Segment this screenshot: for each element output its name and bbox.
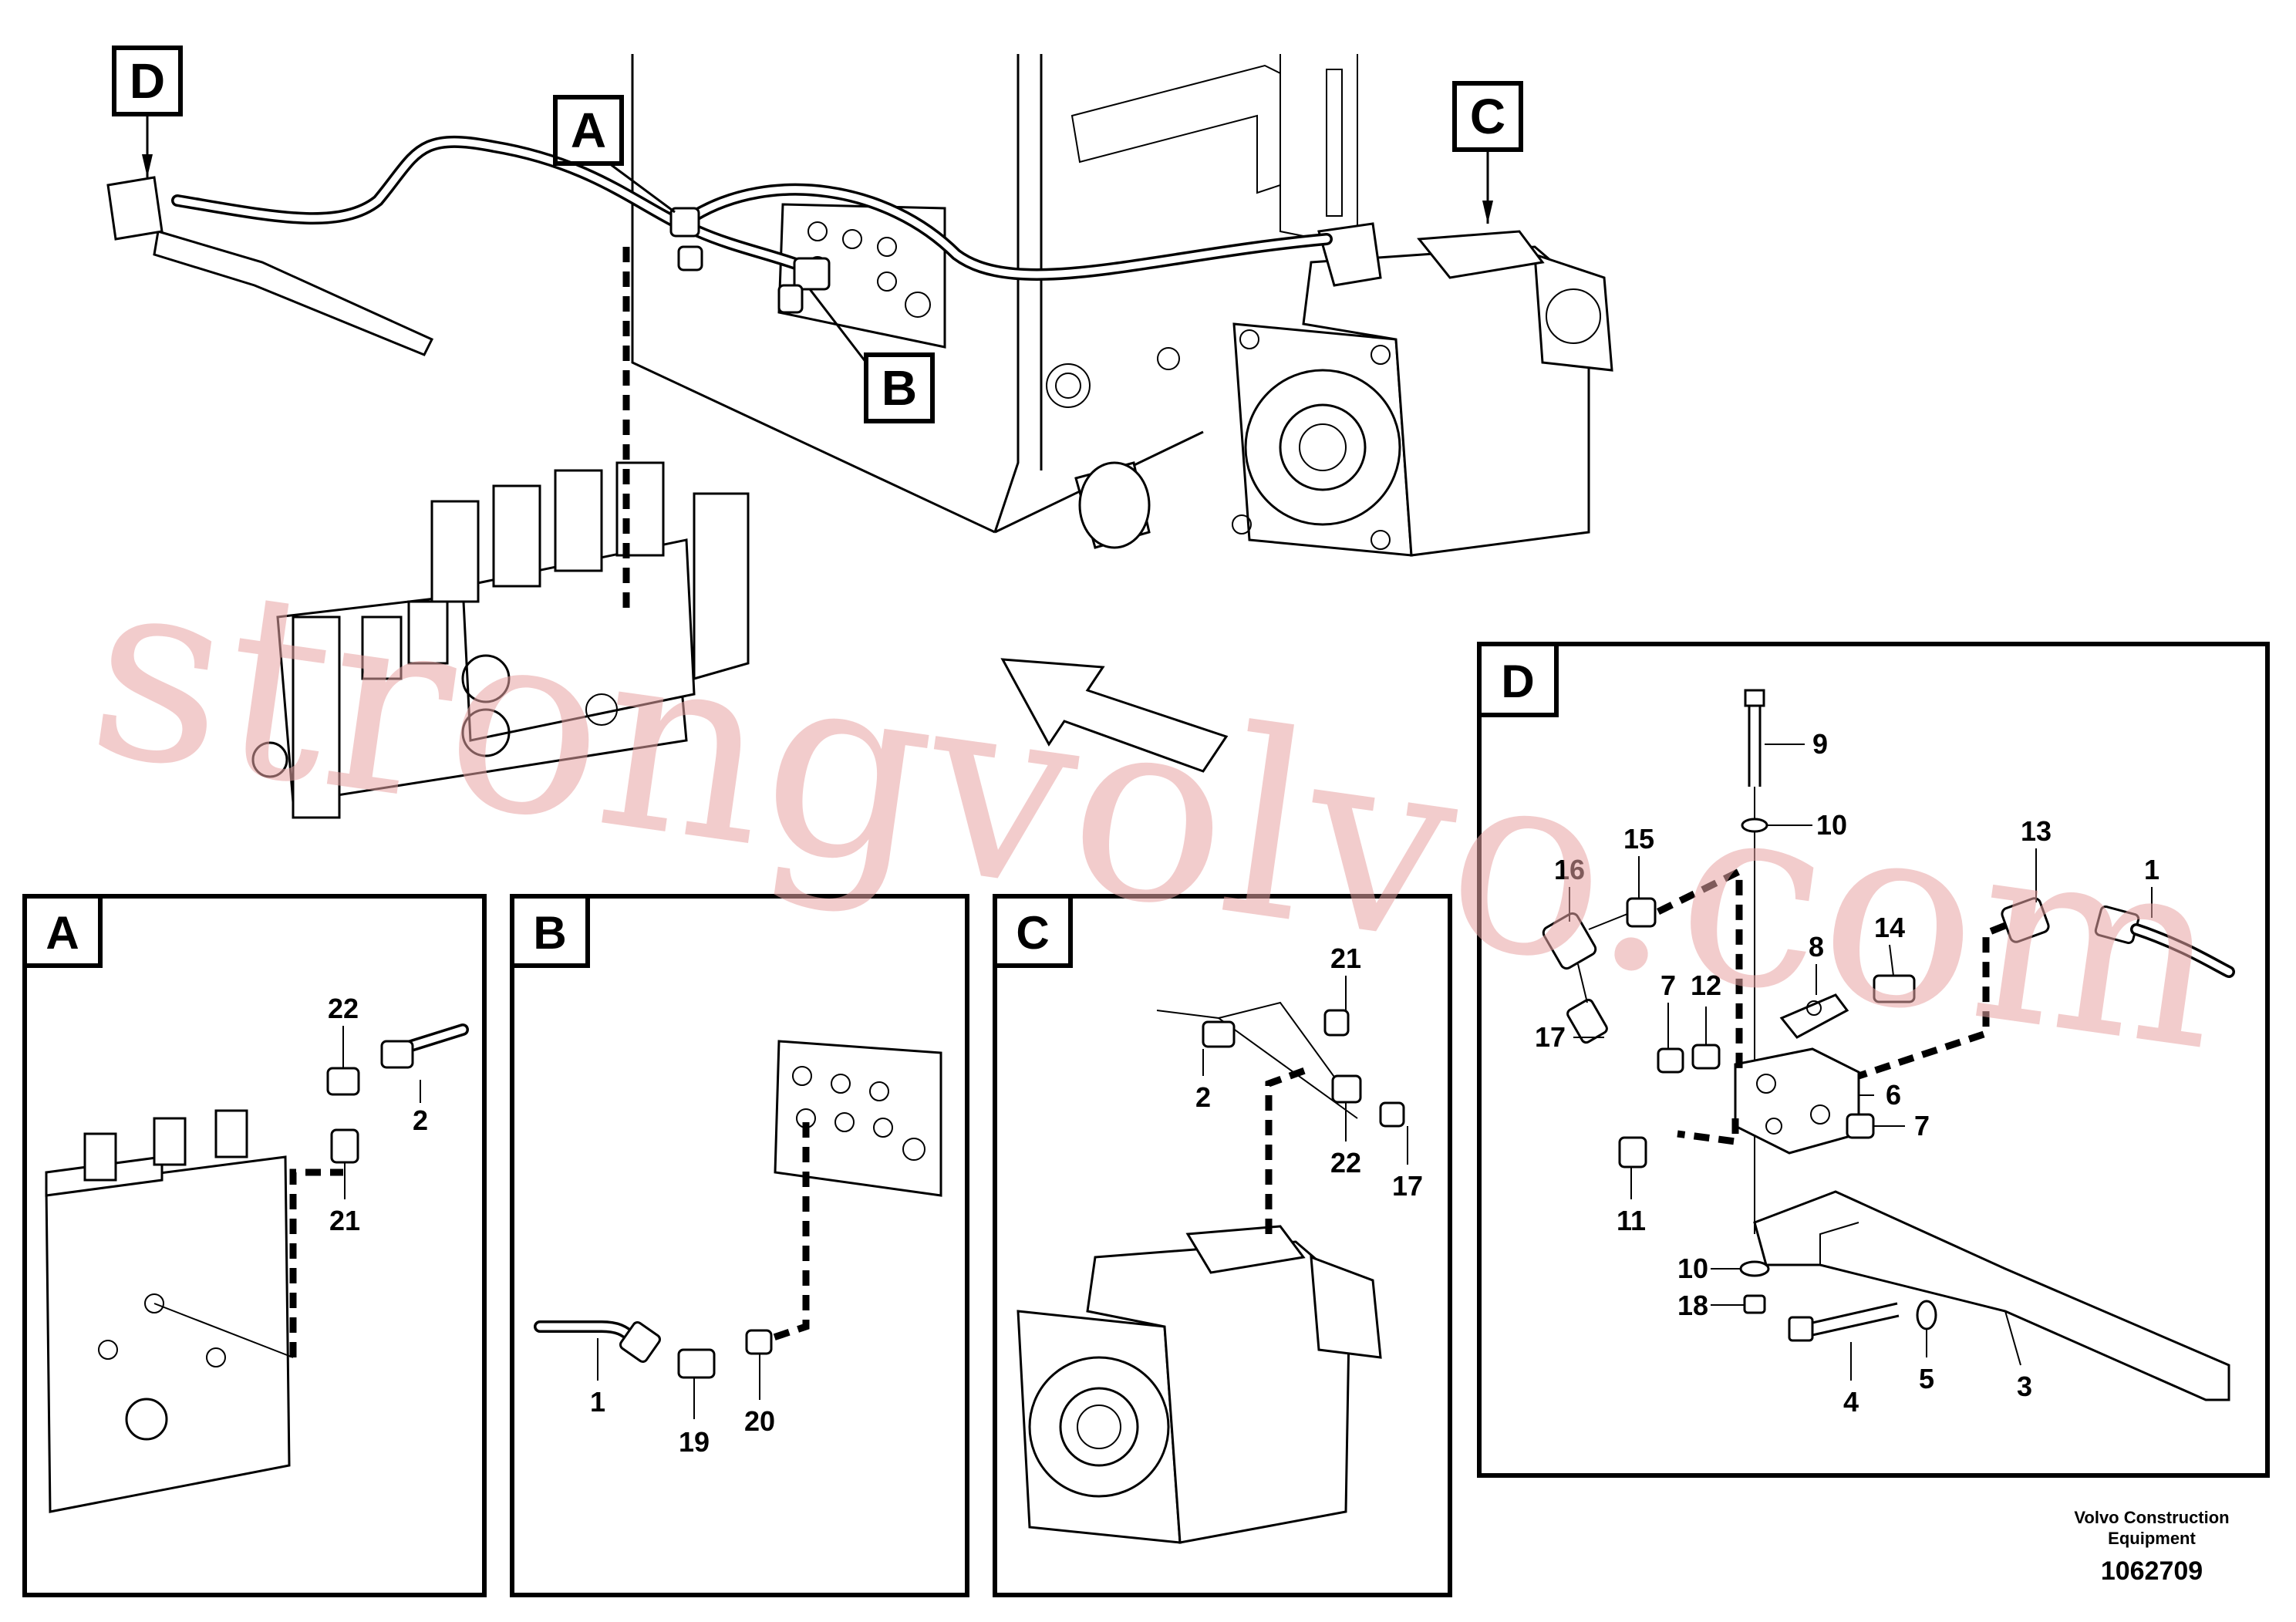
panel-d-fitting-7-left xyxy=(1657,1047,1684,1074)
svg-text:21: 21 xyxy=(329,1205,360,1236)
pump-assembly xyxy=(1232,222,1613,557)
svg-text:5: 5 xyxy=(1919,1363,1934,1394)
panel-d-fitting-14 xyxy=(1873,974,1916,1003)
svg-text:D: D xyxy=(130,53,165,109)
svg-text:22: 22 xyxy=(1330,1147,1361,1179)
panel-c-fitting-17 xyxy=(1379,1101,1405,1128)
svg-text:1: 1 xyxy=(590,1386,605,1418)
hose-lines xyxy=(171,135,1333,281)
panel-d-leader-15 xyxy=(1657,865,1743,1076)
svg-text:17: 17 xyxy=(1392,1170,1423,1202)
svg-text:C: C xyxy=(1016,907,1049,959)
panel-d-fitting-7-right xyxy=(1846,1113,1875,1139)
svg-text:21: 21 xyxy=(1330,943,1361,974)
overview-view-label-d: D xyxy=(112,46,183,177)
panel-b-plate xyxy=(774,1040,942,1197)
bracket-d xyxy=(106,176,434,356)
panel-b-leader xyxy=(770,1122,810,1342)
svg-text:19: 19 xyxy=(679,1426,710,1458)
panel-a-valve xyxy=(45,1109,291,1513)
svg-text:12: 12 xyxy=(1691,969,1721,1001)
frame-structure xyxy=(631,54,1358,549)
svg-text:11: 11 xyxy=(1617,1205,1646,1236)
svg-text:3: 3 xyxy=(2017,1371,2032,1402)
panel-d-bracket xyxy=(1753,1190,2230,1401)
watermark-text: strongvolvo.com xyxy=(76,516,2240,1108)
svg-text:20: 20 xyxy=(744,1405,775,1437)
panel-d-bolt xyxy=(1744,689,1765,1234)
svg-text:A: A xyxy=(46,907,79,959)
svg-text:8: 8 xyxy=(1809,931,1824,963)
panel-d-leader-13 xyxy=(1857,922,2007,1080)
svg-text:10: 10 xyxy=(1677,1253,1708,1284)
panel-c-fitting-2 xyxy=(1202,1020,1236,1048)
panel-c-fitting-22 xyxy=(1331,1074,1362,1104)
svg-text:B: B xyxy=(882,360,917,416)
panel-d: D xyxy=(1477,642,2270,1478)
svg-text:2: 2 xyxy=(1195,1081,1211,1113)
panel-d-nut-15 xyxy=(1626,897,1657,928)
svg-text:16: 16 xyxy=(1554,854,1585,885)
svg-text:7: 7 xyxy=(1660,969,1676,1001)
svg-text:6: 6 xyxy=(1886,1079,1901,1111)
overview-view-label-a: A xyxy=(553,95,676,214)
panel-d-fitting-12 xyxy=(1691,1044,1721,1070)
overview-fittings xyxy=(669,207,831,314)
control-valve-block xyxy=(251,461,750,819)
svg-text:14: 14 xyxy=(1874,912,1905,943)
svg-text:7: 7 xyxy=(1914,1110,1930,1141)
drawing-number: 1062709 xyxy=(2101,1556,2203,1586)
panel-c-pump xyxy=(1017,1225,1382,1544)
panel-a-tee xyxy=(330,1128,359,1164)
panel-d-washer-5 xyxy=(1916,1300,1937,1330)
svg-text:17: 17 xyxy=(1535,1021,1566,1053)
overview-drawing xyxy=(106,54,1613,819)
panel-c-leader xyxy=(1265,1064,1313,1234)
footer-brand-line1: Volvo Construction xyxy=(2074,1508,2229,1527)
svg-text:22: 22 xyxy=(328,993,359,1024)
panel-c: C 21 2 22 17 xyxy=(993,894,1452,1597)
panel-d-leader-11 xyxy=(1677,1118,1739,1146)
panel-a: A 22 2 21 xyxy=(22,894,487,1597)
panel-d-washer-top xyxy=(1741,818,1768,833)
svg-text:2: 2 xyxy=(413,1104,428,1136)
panel-d-nut xyxy=(1743,1294,1766,1314)
svg-text:18: 18 xyxy=(1677,1290,1708,1321)
footer-brand-line2: Equipment xyxy=(2108,1529,2196,1548)
svg-text:A: A xyxy=(571,103,606,158)
panel-b-hose-end xyxy=(619,1321,661,1363)
overview-view-label-c: C xyxy=(1452,81,1523,224)
panel-b-elbow xyxy=(677,1348,716,1379)
panel-d-washer-bottom xyxy=(1739,1260,1770,1277)
svg-text:15: 15 xyxy=(1623,823,1654,855)
panel-a-leader xyxy=(289,1168,343,1357)
svg-text:13: 13 xyxy=(2021,815,2052,847)
panel-b: B 1 19 20 xyxy=(510,894,969,1597)
view-direction-arrow xyxy=(1000,658,1229,773)
panel-a-hose-fitting xyxy=(380,1040,414,1069)
svg-text:9: 9 xyxy=(1812,728,1828,760)
panel-d-bolt-4 xyxy=(1788,1302,1900,1342)
panel-d-fitting-11 xyxy=(1618,1136,1647,1168)
svg-text:4: 4 xyxy=(1843,1386,1859,1418)
panel-b-adapter xyxy=(745,1329,773,1355)
overview-view-label-b: B xyxy=(808,288,935,423)
panel-d-elbow-16 xyxy=(1542,912,1597,970)
svg-text:D: D xyxy=(1501,656,1534,707)
svg-text:B: B xyxy=(533,907,566,959)
panel-c-fitting-21 xyxy=(1323,1009,1350,1037)
svg-text:10: 10 xyxy=(1816,809,1847,841)
svg-text:1: 1 xyxy=(2144,854,2159,885)
footer: Volvo Construction Equipment 1062709 xyxy=(2074,1508,2229,1586)
svg-text:C: C xyxy=(1470,89,1505,144)
panel-d-elbow-13 xyxy=(2001,897,2050,943)
panel-a-elbow xyxy=(326,1067,360,1096)
